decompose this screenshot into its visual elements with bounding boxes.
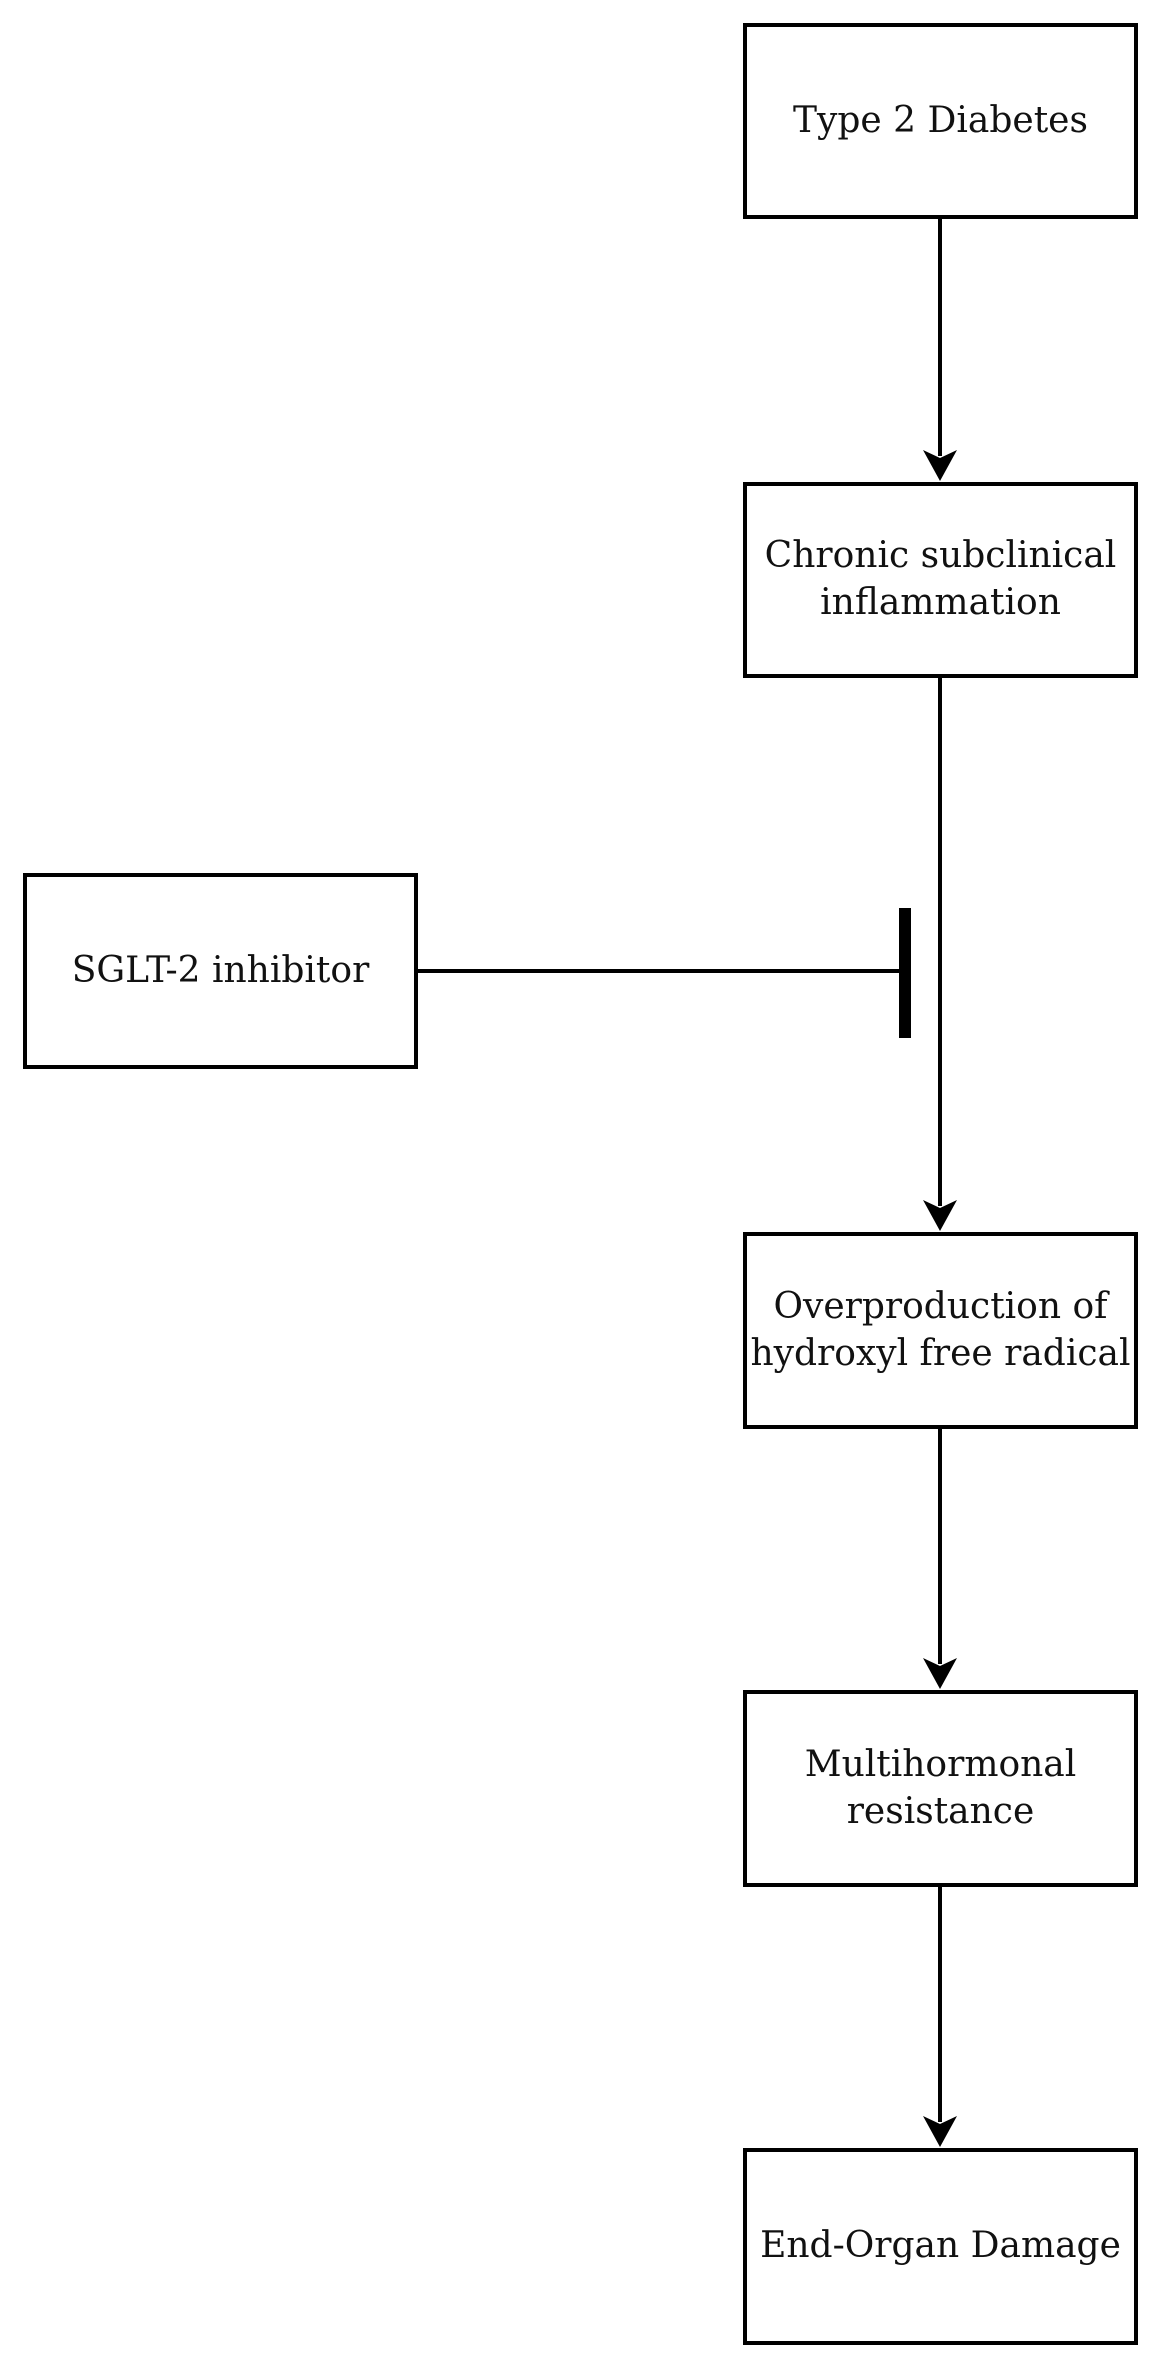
node-label: SGLT-2 inhibitor <box>71 949 370 991</box>
arrowhead-down-icon <box>923 450 957 481</box>
node-overproduction-hydroxyl-free-radical: Overproduction of hydroxyl free radical <box>743 1232 1138 1429</box>
arrowhead-down-icon <box>923 2116 957 2147</box>
arrowhead-down-icon <box>923 1658 957 1689</box>
node-multihormonal-resistance: Multihormonal resistance <box>743 1690 1138 1887</box>
node-end-organ-damage: End-Organ Damage <box>743 2148 1138 2345</box>
node-label: Overproduction of hydroxyl free radical <box>750 1285 1131 1374</box>
arrowhead-down-icon <box>923 1200 957 1231</box>
node-chronic-subclinical-inflammation: Chronic subclinical inflammation <box>743 482 1138 678</box>
node-type-2-diabetes: Type 2 Diabetes <box>743 23 1138 219</box>
node-label: Chronic subclinical inflammation <box>764 535 1117 623</box>
node-label: End-Organ Damage <box>760 2225 1121 2267</box>
node-label: Type 2 Diabetes <box>793 99 1088 141</box>
node-label: Multihormonal resistance <box>804 1743 1077 1832</box>
node-sglt-2-inhibitor: SGLT-2 inhibitor <box>23 873 418 1069</box>
